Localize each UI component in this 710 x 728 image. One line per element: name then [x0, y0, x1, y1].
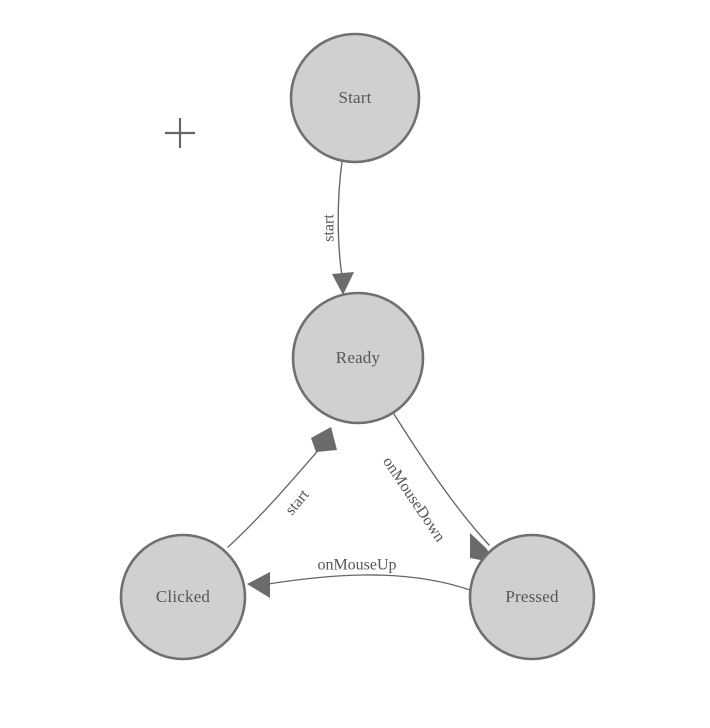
- node-start-label: Start: [338, 88, 371, 107]
- node-pressed[interactable]: Pressed: [468, 533, 596, 661]
- edge-ready-to-pressed-label: onMouseDown: [379, 454, 448, 545]
- node-clicked-circle[interactable]: [119, 533, 247, 661]
- crosshair-icon: [165, 118, 195, 148]
- edge-ready-to-pressed-path: [391, 410, 490, 546]
- node-clicked[interactable]: Clicked: [119, 533, 247, 661]
- edge-clicked-to-ready[interactable]: start: [227, 427, 337, 548]
- edge-clicked-to-ready-path: [227, 445, 323, 548]
- node-ready-circle[interactable]: [291, 291, 425, 425]
- edge-clicked-to-ready-arrowhead: [311, 427, 337, 452]
- node-pressed-label: Pressed: [505, 587, 559, 606]
- edge-start-to-ready-label: start: [321, 214, 338, 242]
- edge-pressed-to-clicked-path: [267, 574, 471, 591]
- node-start-circle[interactable]: [289, 32, 421, 164]
- node-clicked-label: Clicked: [156, 587, 211, 606]
- node-ready-label: Ready: [336, 348, 381, 367]
- edge-pressed-to-clicked[interactable]: onMouseUp: [247, 557, 471, 598]
- edge-start-to-ready-arrowhead: [332, 272, 354, 295]
- node-ready[interactable]: Ready: [291, 291, 425, 425]
- edge-pressed-to-clicked-label: onMouseUp: [317, 557, 396, 574]
- edge-ready-to-pressed[interactable]: onMouseDown: [379, 410, 496, 563]
- edge-start-to-ready[interactable]: start: [321, 161, 354, 295]
- edge-clicked-to-ready-label: start: [282, 486, 313, 518]
- node-pressed-circle[interactable]: [468, 533, 596, 661]
- node-start[interactable]: Start: [289, 32, 421, 164]
- edge-pressed-to-clicked-arrowhead: [247, 572, 270, 598]
- edge-start-to-ready-path: [337, 161, 343, 277]
